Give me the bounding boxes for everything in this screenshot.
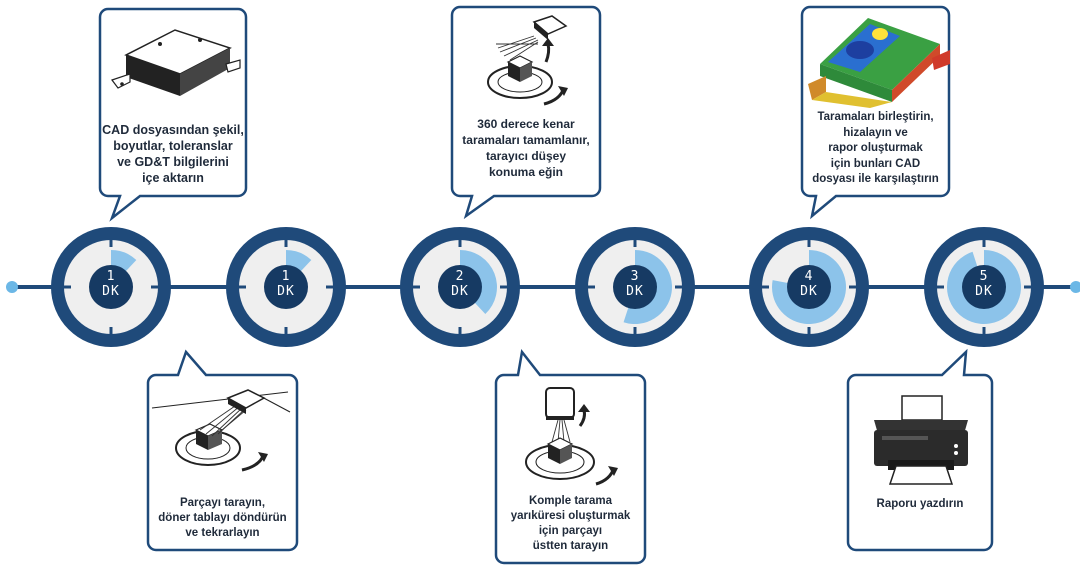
- cad-part-icon: [111, 29, 241, 96]
- dial-3-label: 2 DK: [445, 269, 475, 299]
- timeline-start-dot: [6, 281, 18, 293]
- dial-5-label: 5 DK: [969, 269, 999, 299]
- dial-unit: DK: [102, 284, 120, 299]
- turntable-scan-icon: [151, 389, 291, 472]
- callout-line: döner tablayı döndürün: [158, 512, 287, 524]
- dial-unit: DK: [277, 284, 295, 299]
- callout-2-text: Parçayı tarayın, döner tablayı döndürün …: [150, 496, 295, 541]
- edge-scan-icon: [487, 15, 568, 106]
- dial-unit: DK: [451, 284, 469, 299]
- callout-line: için parçayı: [538, 525, 603, 537]
- dial-6: [924, 227, 1044, 347]
- callout-line: 360 derece kenar: [477, 117, 575, 131]
- dial-center: [438, 265, 482, 309]
- dial-time: 1: [106, 269, 116, 284]
- callout-line: için bunları CAD: [830, 157, 921, 170]
- dial-center: [787, 265, 831, 309]
- dial-4-label: 3 DK: [620, 269, 650, 299]
- dial-5-label: 4 DK: [794, 269, 824, 299]
- callout-6-text: Raporu yazdırın: [848, 496, 992, 512]
- dial-1-label: 1 DK: [96, 269, 126, 299]
- callout-line: boyutlar, toleranslar: [113, 139, 233, 153]
- callout-4-text: Komple tarama yarıküresi oluşturmak için…: [498, 494, 643, 554]
- dial-time: 5: [979, 269, 989, 284]
- dial-2-label: 1 DK: [271, 269, 301, 299]
- callout-line: hizalayın ve: [843, 126, 908, 139]
- color-map-part-icon: [808, 18, 950, 108]
- dial-4: [575, 227, 695, 347]
- dial-5: [749, 227, 869, 347]
- callout-line: CAD dosyasından şekil,: [102, 123, 244, 137]
- dials-group: [51, 227, 1044, 347]
- timeline-end-dot: [1070, 281, 1080, 293]
- callout-line: Raporu yazdırın: [876, 498, 964, 510]
- dial-unit: DK: [800, 284, 818, 299]
- dial-time: 2: [455, 269, 465, 284]
- callout-line: ve tekrarlayın: [185, 527, 260, 539]
- callout-5-text: Taramaları birleştirin, hizalayın ve rap…: [802, 110, 949, 188]
- dial-time: 1: [281, 269, 291, 284]
- dial-unit: DK: [626, 284, 644, 299]
- dial-center: [264, 265, 308, 309]
- callout-3-text: 360 derece kenar taramaları tamamlanır, …: [452, 116, 600, 180]
- callout-3-bubble: [450, 5, 602, 220]
- top-scan-icon: [525, 387, 618, 486]
- printer-icon: [874, 395, 968, 485]
- callout-line: rapor oluşturmak: [828, 142, 923, 154]
- callout-line: konuma eğin: [488, 165, 563, 179]
- callout-line: yarıküresi oluşturmak: [510, 510, 631, 522]
- callout-1-text: CAD dosyasından şekil, boyutlar, toleran…: [102, 122, 244, 186]
- callout-line: içe aktarın: [142, 171, 204, 185]
- dial-2: [226, 227, 346, 347]
- callout-line: üstten tarayın: [532, 540, 609, 552]
- dial-center: [613, 265, 657, 309]
- callout-line: tarayıcı düşey: [485, 149, 567, 163]
- callout-line: dosyası ile karşılaştırın: [812, 173, 939, 185]
- dial-unit: DK: [975, 284, 993, 299]
- dial-time: 4: [804, 269, 814, 284]
- dial-3: [400, 227, 520, 347]
- callout-line: Parçayı tarayın,: [179, 497, 266, 509]
- callout-line: Komple tarama: [528, 495, 613, 507]
- dial-center: [962, 265, 1006, 309]
- dial-time: 3: [630, 269, 640, 284]
- dial-center: [89, 265, 133, 309]
- callout-line: ve GD&T bilgilerini: [117, 155, 229, 169]
- callout-line: Taramaları birleştirin,: [817, 111, 934, 123]
- callout-line: taramaları tamamlanır,: [462, 133, 590, 147]
- dial-1: [51, 227, 171, 347]
